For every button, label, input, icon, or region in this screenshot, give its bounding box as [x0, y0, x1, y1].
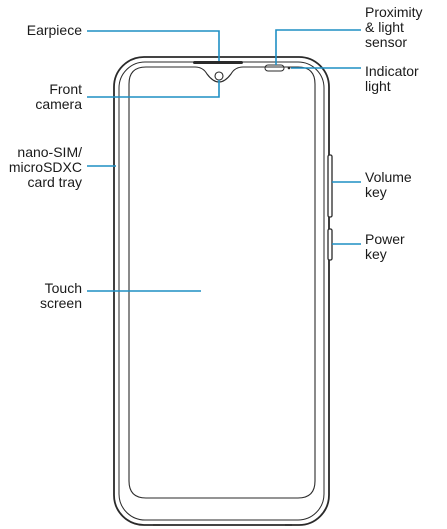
touch-screen-label: Touch screen — [39, 280, 82, 311]
proximity-sensor-window — [264, 64, 285, 72]
earpiece-slot — [193, 61, 243, 64]
sim-tray-label: nano-SIM/ microSDXC card tray — [8, 144, 82, 190]
proximity-sensor-leader — [275, 29, 361, 65]
indicator-light-label: Indicator light — [365, 63, 419, 94]
earpiece-leader — [87, 30, 220, 61]
power-key-label: Power key — [365, 231, 405, 262]
front-camera-lens — [214, 71, 224, 81]
leader-lines — [87, 29, 361, 292]
touch-screen-outline — [128, 66, 316, 499]
phone-body — [113, 56, 333, 526]
indicator-light-dot — [287, 66, 291, 70]
front-camera-leader — [87, 80, 220, 98]
power-key-shape — [327, 228, 333, 261]
earpiece-label: Earpiece — [26, 22, 82, 38]
volume-key-label: Volume key — [365, 169, 412, 200]
volume-key-shape — [327, 154, 333, 218]
proximity-sensor-label: Proximity & light sensor — [365, 4, 423, 50]
front-camera-label: Front camera — [35, 81, 82, 112]
